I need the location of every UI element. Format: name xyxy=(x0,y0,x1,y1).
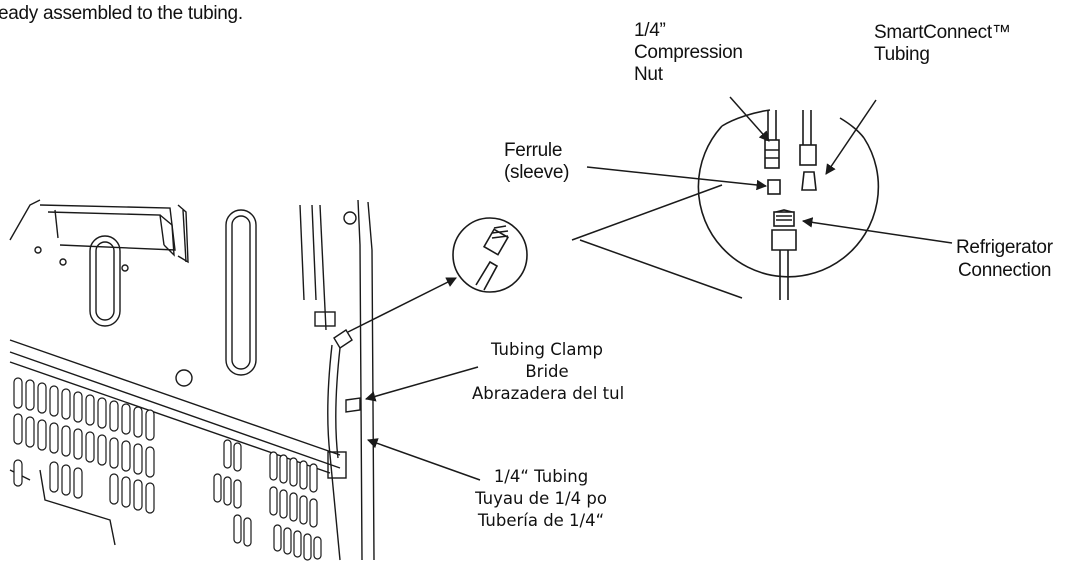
label-compression-nut-line1: 1/4” xyxy=(634,20,666,41)
label-tubing-clamp-line2: Bride xyxy=(525,362,569,381)
label-smartconnect-line1: SmartConnect™ xyxy=(874,22,1011,43)
label-ferrule-line2: (sleeve) xyxy=(504,162,570,183)
label-tubing-line1: 1/4“ Tubing xyxy=(493,467,589,486)
label-tubing-line2: Tuyau de 1/4 po xyxy=(475,489,607,508)
vent-grille-left xyxy=(13,377,155,514)
label-refrigerator-line1: Refrigerator xyxy=(956,237,1053,258)
label-ferrule-line1: Ferrule xyxy=(504,140,563,161)
label-tubing-clamp-line3: Abrazadera del tul xyxy=(472,384,625,403)
tubing-on-fridge xyxy=(314,311,361,479)
label-compression-nut: 1/4” Compression Nut xyxy=(634,20,743,86)
header-text: eady assembled to the tubing. xyxy=(0,3,243,24)
leader-lines xyxy=(347,96,953,481)
label-compression-nut-line2: Compression xyxy=(634,42,743,63)
vent-grille-right xyxy=(213,439,322,561)
label-smartconnect-line2: Tubing xyxy=(874,44,930,65)
label-smartconnect-tubing: SmartConnect™ Tubing xyxy=(874,22,1011,66)
small-magnifier xyxy=(452,217,528,293)
refrigerator-back-panel xyxy=(9,199,375,561)
label-ferrule: Ferrule (sleeve) xyxy=(504,140,569,184)
label-tubing: 1/4“ Tubing Tuyau de 1/4 po Tubería de 1… xyxy=(466,466,616,532)
label-refrigerator-connection: Refrigerator Connection xyxy=(956,236,1053,282)
label-tubing-line3: Tubería de 1/4“ xyxy=(477,511,605,530)
detail-magnifier xyxy=(697,109,880,300)
label-tubing-clamp-line1: Tubing Clamp xyxy=(490,340,604,359)
label-refrigerator-line2: Connection xyxy=(958,260,1052,281)
label-compression-nut-line3: Nut xyxy=(634,64,663,85)
label-tubing-clamp: Tubing Clamp Bride Abrazadera del tul xyxy=(472,339,625,405)
